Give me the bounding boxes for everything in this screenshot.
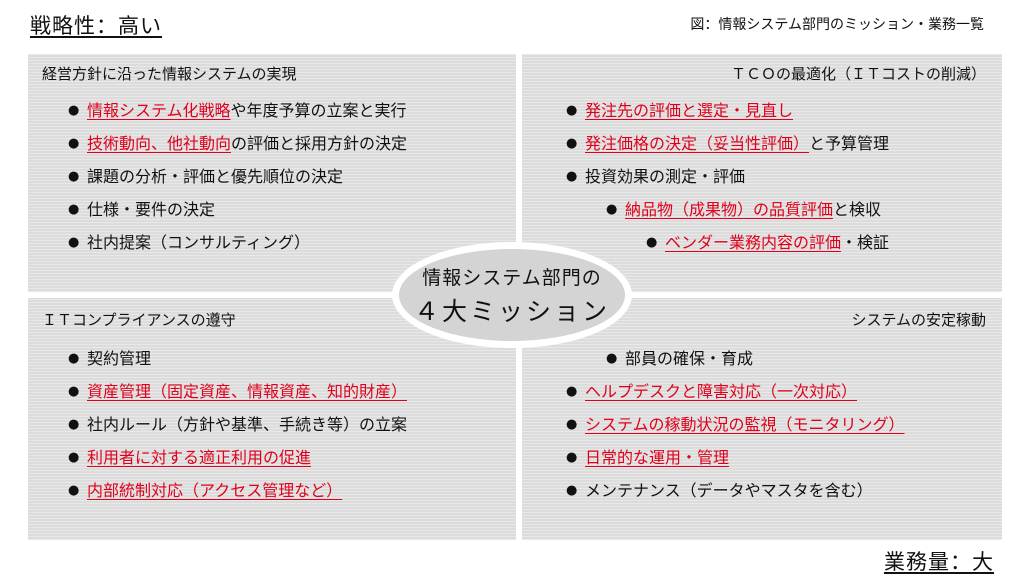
workload-label: 業務量：大 (884, 550, 994, 574)
bullet-icon: ● (566, 483, 578, 498)
quadrant-title: 経営方針に沿った情報システムの実現 (42, 65, 297, 83)
list-item: ● 内部統制対応（アクセス管理など） (68, 474, 407, 507)
list-item: ● 情報システム化戦略や年度予算の立案と実行 (68, 94, 407, 127)
center-title-line1: 情報システム部門の (422, 266, 602, 289)
list-item: ● ヘルプデスクと障害対応（一次対応） (566, 375, 905, 408)
list-item: ● システムの稼動状況の監視（モニタリング） (566, 408, 905, 441)
item-text: ・検証 (841, 233, 890, 252)
item-text: の評価と採用方針の決定 (231, 134, 408, 153)
mission-list: ● 情報システム化戦略や年度予算の立案と実行 ● 技術動向、他社動向の評価と採用方針… (68, 94, 407, 259)
quadrant-title: ＴＣＯの最適化（ＩＴコストの削減） (730, 65, 986, 83)
highlighted-text: 発注先の評価と選定・見直し (585, 101, 794, 120)
list-item: ● 資産管理（固定資産、情報資産、知的財産） (68, 375, 407, 408)
bullet-icon: ● (68, 235, 80, 250)
mission-list: ● 部員の確保・育成 ● ヘルプデスクと障害対応（一次対応） ● システムの稼動状況の… (566, 342, 905, 507)
highlighted-text: 内部統制対応（アクセス管理など） (87, 481, 343, 500)
bullet-icon: ● (68, 351, 80, 366)
highlighted-text: ベンダー業務内容の評価 (665, 233, 842, 252)
bullet-icon: ● (566, 384, 578, 399)
list-item: ● 日常的な運用・管理 (566, 441, 905, 474)
list-item: ● 発注先の評価と選定・見直し (566, 94, 889, 127)
list-item: ● 投資効果の測定・評価 (566, 160, 889, 193)
list-item: ● 納品物（成果物）の品質評価と検収 (566, 193, 889, 226)
highlighted-text: システムの稼動状況の監視（モニタリング） (585, 415, 905, 434)
quadrant-stable-operation: システムの安定稼動 ● 部員の確保・育成 ● ヘルプデスクと障害対応（一次対応） ●… (522, 298, 1002, 540)
list-item: ● メンテナンス（データやマスタを含む） (566, 474, 905, 507)
bullet-icon: ● (566, 417, 578, 432)
mission-list: ● 契約管理 ● 資産管理（固定資産、情報資産、知的財産） ● 社内ルール（方針や基準… (68, 342, 407, 507)
item-text: 契約管理 (87, 349, 152, 368)
list-item: ● 社内提案（コンサルティング） (68, 226, 407, 259)
quadrant-management-policy: 経営方針に沿った情報システムの実現 ● 情報システム化戦略や年度予算の立案と実行 … (28, 54, 516, 292)
highlighted-text: 日常的な運用・管理 (585, 448, 730, 467)
item-text: 仕様・要件の決定 (87, 200, 216, 219)
bullet-icon: ● (566, 136, 578, 151)
item-text: 社内提案（コンサルティング） (87, 233, 311, 252)
list-item: ● 技術動向、他社動向の評価と採用方針の決定 (68, 127, 407, 160)
list-item: ● 課題の分析・評価と優先順位の決定 (68, 160, 407, 193)
item-text: 投資効果の測定・評価 (585, 167, 746, 186)
bullet-icon: ● (566, 169, 578, 184)
quadrant-title: システムの安定稼動 (851, 311, 986, 329)
list-item: ● 社内ルール（方針や基準、手続き等）の立案 (68, 408, 407, 441)
bullet-icon: ● (68, 384, 80, 399)
highlighted-text: 資産管理（固定資産、情報資産、知的財産） (87, 382, 408, 401)
highlighted-text: 情報システム化戦略 (87, 101, 231, 120)
list-item: ● 仕様・要件の決定 (68, 193, 407, 226)
bullet-icon: ● (566, 103, 578, 118)
list-item: ● 利用者に対する適正利用の促進 (68, 441, 407, 474)
bullet-icon: ● (646, 235, 658, 250)
item-text: と検収 (833, 200, 882, 219)
bullet-icon: ● (68, 103, 80, 118)
quadrant-tco-optimization: ＴＣＯの最適化（ＩＴコストの削減） ● 発注先の評価と選定・見直し ● 発注価格の決… (522, 54, 1002, 292)
highlighted-text: ヘルプデスクと障害対応（一次対応） (585, 382, 858, 401)
center-title-line2: ４大ミッション (413, 296, 610, 326)
bullet-icon: ● (68, 483, 80, 498)
highlighted-text: 納品物（成果物）の品質評価 (625, 200, 834, 219)
item-text: や年度予算の立案と実行 (230, 101, 407, 120)
bullet-icon: ● (68, 450, 80, 465)
list-item: ● ベンダー業務内容の評価・検証 (566, 226, 889, 259)
list-item: ● 部員の確保・育成 (566, 342, 905, 375)
bullet-icon: ● (68, 202, 80, 217)
list-item: ● 発注価格の決定（妥当性評価）と予算管理 (566, 127, 889, 160)
mission-list: ● 発注先の評価と選定・見直し ● 発注価格の決定（妥当性評価）と予算管理 ● 投資効… (566, 94, 889, 259)
item-text: と予算管理 (809, 134, 890, 153)
list-item: ● 契約管理 (68, 342, 407, 375)
highlighted-text: 技術動向、他社動向 (87, 134, 232, 153)
bullet-icon: ● (606, 202, 618, 217)
item-text: 課題の分析・評価と優先順位の決定 (87, 167, 344, 186)
item-text: 部員の確保・育成 (625, 349, 754, 368)
bullet-icon: ● (68, 417, 80, 432)
bullet-icon: ● (68, 169, 80, 184)
quadrant-it-compliance: ＩＴコンプライアンスの遵守 ● 契約管理 ● 資産管理（固定資産、情報資産、知的財産… (28, 298, 516, 540)
center-mission-ellipse: 情報システム部門の ４大ミッション (392, 242, 632, 348)
bullet-icon: ● (606, 351, 618, 366)
strategic-label: 戦略性：高い (30, 14, 162, 38)
highlighted-text: 発注価格の決定（妥当性評価） (585, 134, 810, 153)
bullet-icon: ● (68, 136, 80, 151)
figure-caption: 図：情報システム部門のミッション・業務一覧 (690, 17, 984, 33)
quadrant-title: ＩＴコンプライアンスの遵守 (42, 311, 236, 329)
bullet-icon: ● (566, 450, 578, 465)
highlighted-text: 利用者に対する適正利用の促進 (87, 448, 312, 467)
item-text: メンテナンス（データやマスタを含む） (585, 481, 873, 500)
item-text: 社内ルール（方針や基準、手続き等）の立案 (87, 415, 408, 434)
